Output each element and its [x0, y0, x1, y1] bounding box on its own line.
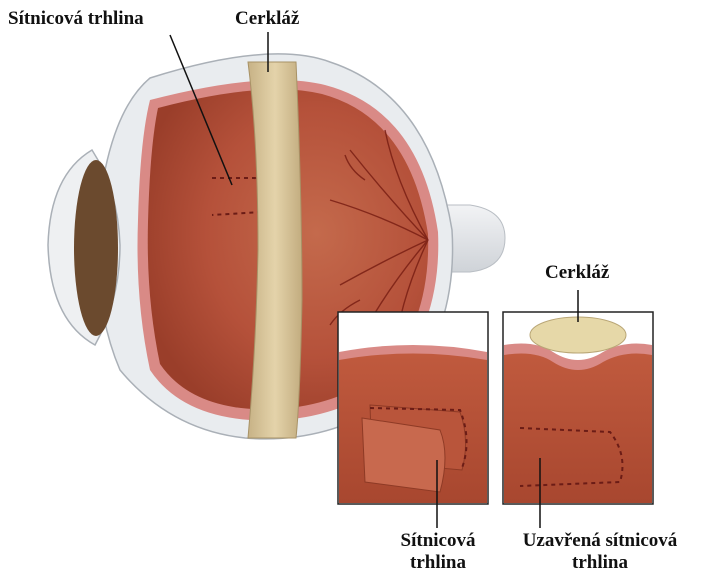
- label-retinal-tear-top: Sítnicová trhlina: [8, 8, 144, 30]
- inset-retinal-tear: [338, 312, 488, 504]
- label-buckle-inset: Cerkláž: [545, 262, 609, 284]
- label-retinal-tear-bottom: Sítnicová trhlina: [378, 530, 498, 574]
- label-closed-tear-bottom: Uzavřená sítnicová trhlina: [500, 530, 700, 574]
- pupil: [74, 160, 118, 336]
- label-buckle-top: Cerkláž: [235, 8, 299, 30]
- inset-closed-tear: [503, 312, 653, 504]
